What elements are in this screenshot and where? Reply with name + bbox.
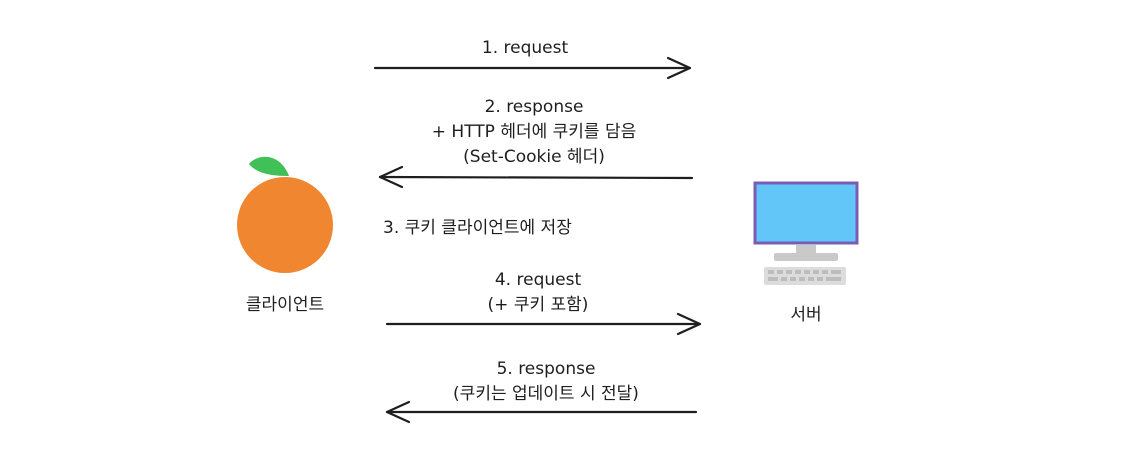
leaf-icon bbox=[249, 156, 289, 176]
step-4-label: 4. request (+ 쿠키 포함) bbox=[488, 268, 589, 318]
step-5-line-1: 5. response bbox=[496, 359, 596, 379]
step-3-line-1: 3. 쿠키 클라이언트에 저장 bbox=[383, 218, 572, 238]
arrow-step-1 bbox=[373, 56, 692, 80]
step-5-line-2: (쿠키는 업데이트 시 전달) bbox=[453, 384, 639, 404]
arrow-step-5 bbox=[385, 400, 698, 424]
step-2-line-1: 2. response bbox=[484, 97, 584, 117]
orange-icon bbox=[233, 154, 339, 278]
arrow-step-4 bbox=[385, 312, 702, 336]
server-label: 서버 bbox=[790, 305, 822, 325]
arrow-step-2 bbox=[378, 165, 694, 189]
step-3-label: 3. 쿠키 클라이언트에 저장 bbox=[383, 216, 572, 241]
step-2-line-2: + HTTP 헤더에 쿠키를 담음 bbox=[431, 122, 637, 142]
step-2-label: 2. response + HTTP 헤더에 쿠키를 담음 (Set-Cooki… bbox=[432, 95, 636, 170]
step-1-line-1: 1. request bbox=[481, 38, 569, 58]
client-label: 클라이언트 bbox=[245, 295, 325, 315]
step-2-line-3: (Set-Cookie 헤더) bbox=[463, 147, 605, 167]
computer-monitor-icon bbox=[752, 181, 860, 289]
keyboard-icon bbox=[764, 267, 846, 285]
step-5-label: 5. response (쿠키는 업데이트 시 전달) bbox=[453, 357, 639, 407]
step-4-line-1: 4. request bbox=[494, 270, 582, 290]
step-4-line-2: (+ 쿠키 포함) bbox=[487, 295, 589, 315]
step-1-label: 1. request bbox=[482, 36, 568, 61]
